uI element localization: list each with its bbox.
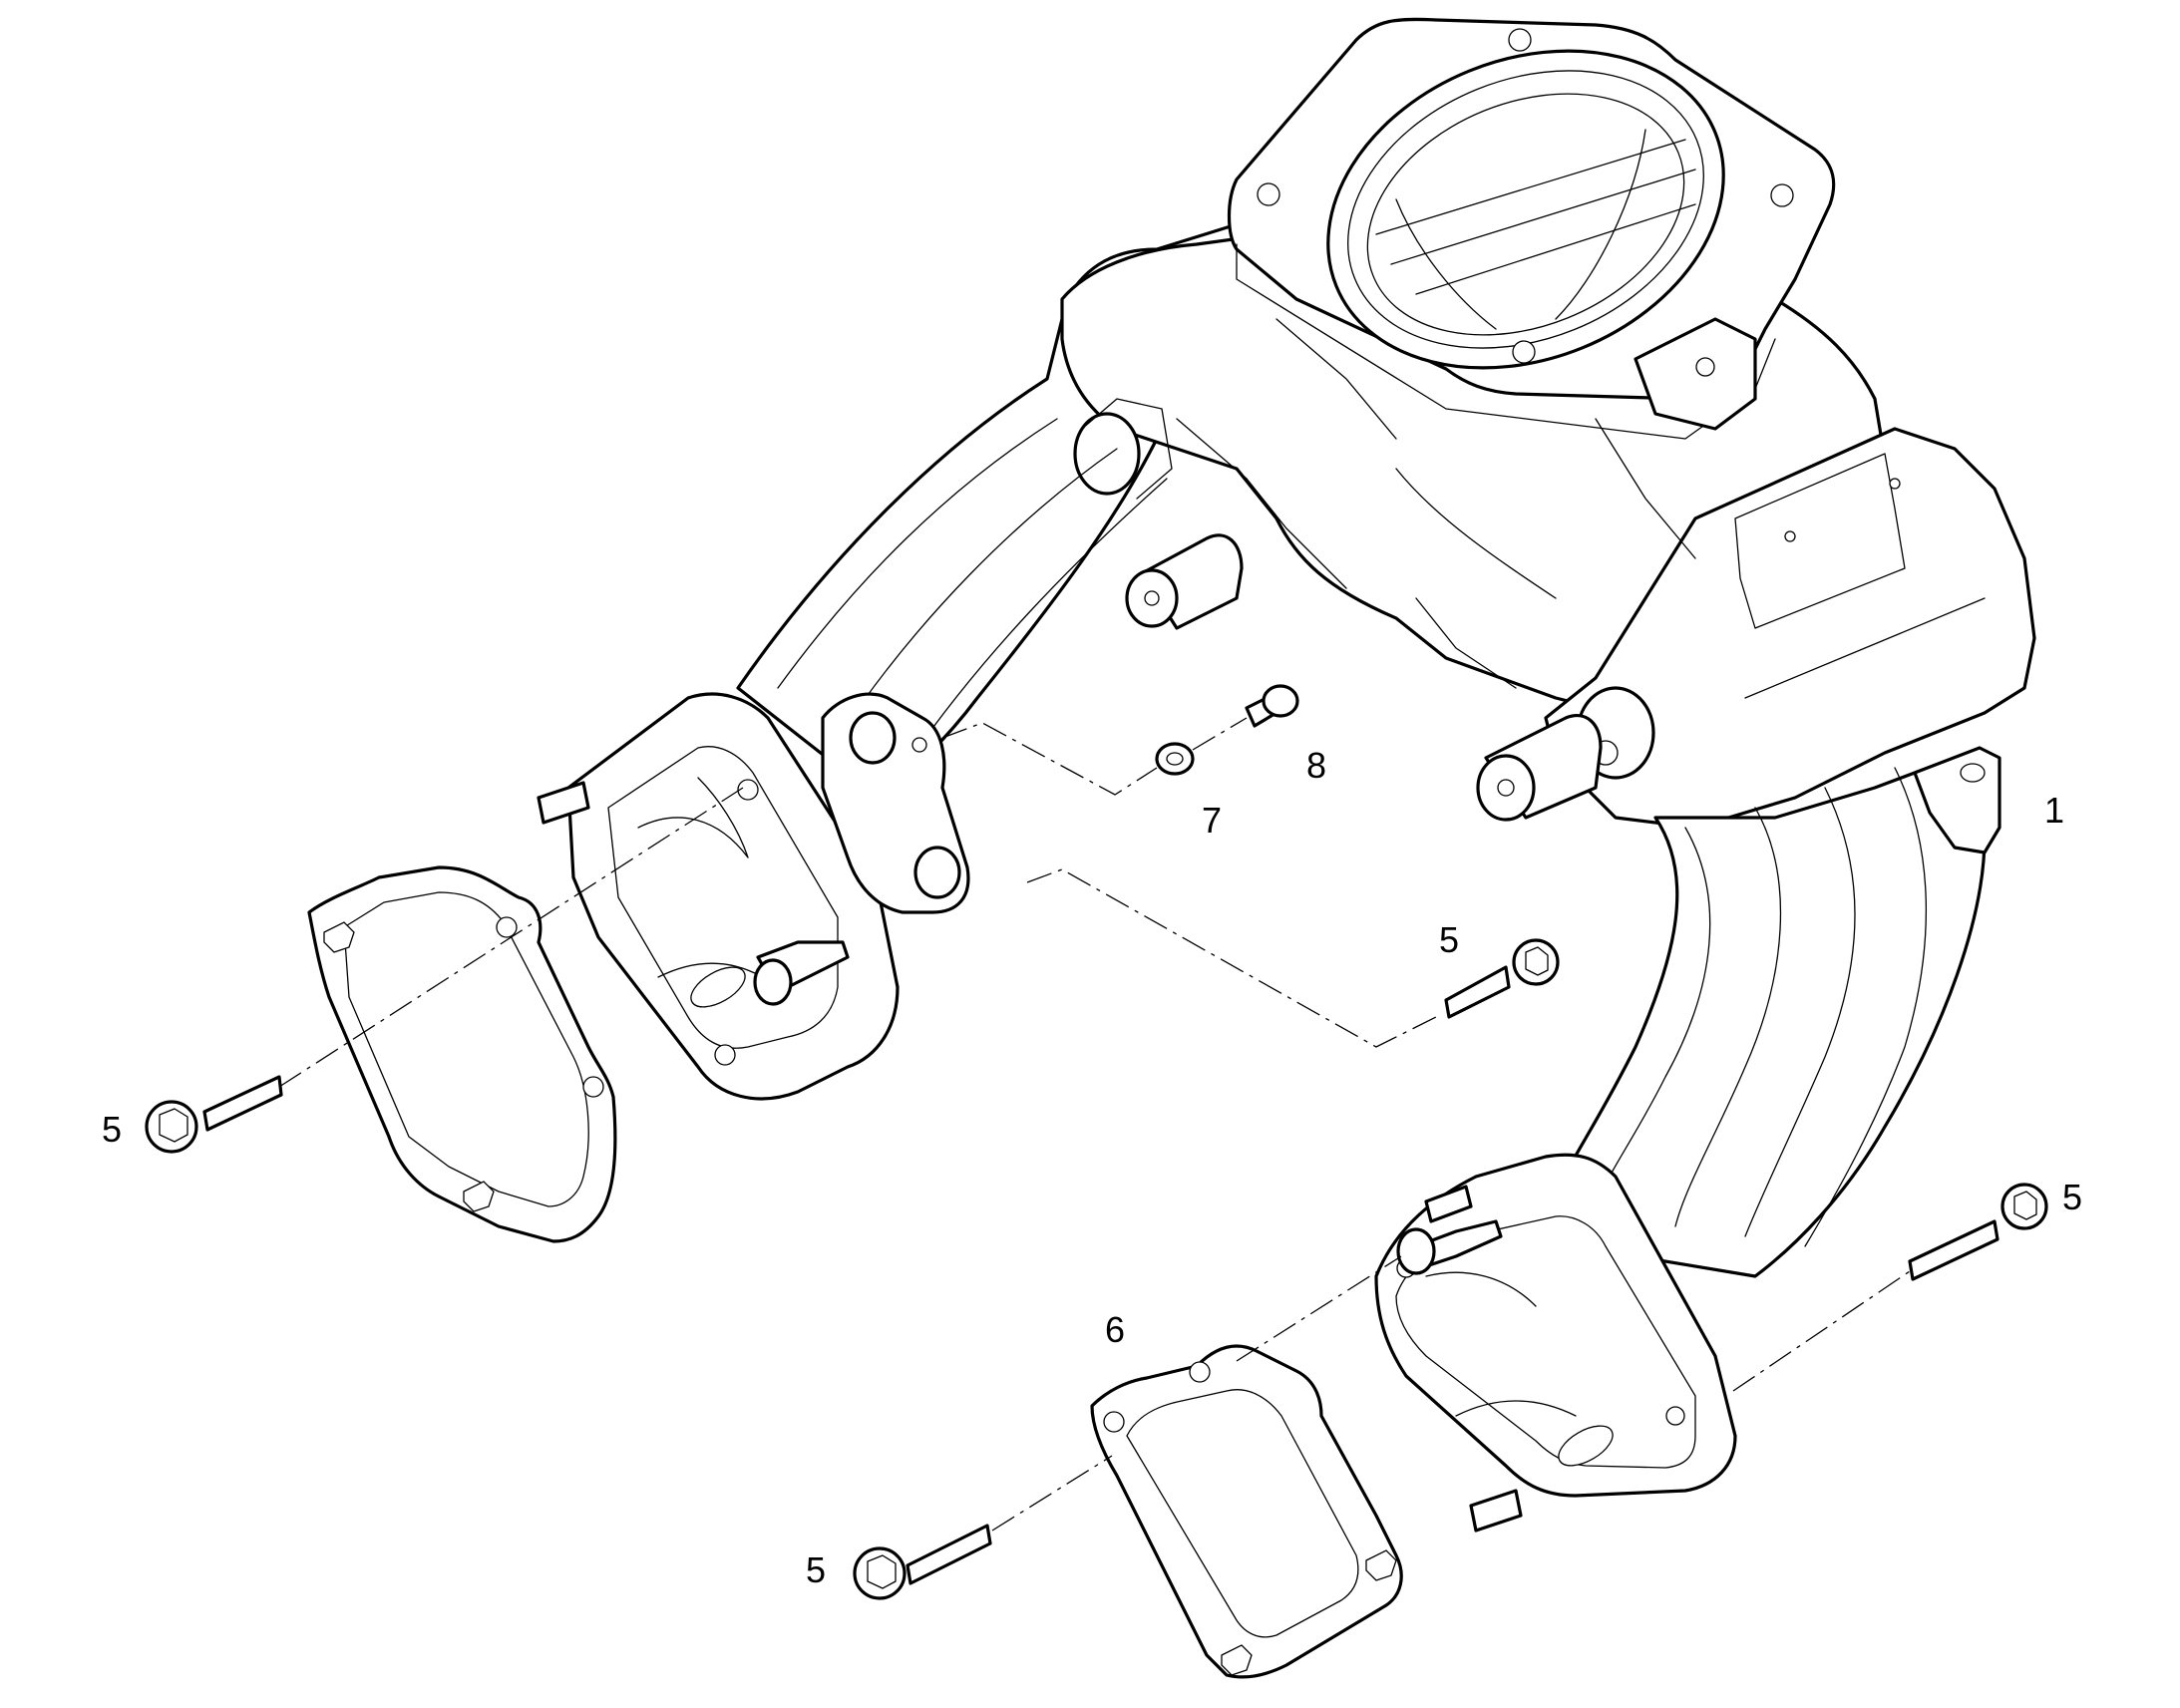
assembly-line-fitting-to-washer xyxy=(941,722,1158,796)
flange-bolt-left-head xyxy=(753,958,793,1006)
upper-mounting-lug xyxy=(1634,317,1757,431)
gasket-upper xyxy=(307,865,617,1243)
gasket-lower-hole-a xyxy=(1103,1411,1125,1433)
gasket-upper-slot-b xyxy=(463,1181,495,1212)
flange-hole-bottom xyxy=(1512,340,1536,364)
bore-walls xyxy=(1395,129,1646,330)
callout-part-5-middle: 5 xyxy=(1439,919,1459,960)
left-outlet-port xyxy=(690,966,746,1008)
callout-part-5-bottom: 5 xyxy=(806,1549,826,1590)
gasket-lower-hole-b xyxy=(1189,1361,1211,1383)
gasket-upper-hole-b xyxy=(582,1076,604,1098)
left-outlet-stud xyxy=(537,781,590,825)
stud-boss-right-face xyxy=(1476,754,1536,822)
gasket-upper-slot-a xyxy=(323,921,355,953)
sensor-pad-hole-b xyxy=(1889,478,1901,490)
flange-hole-left xyxy=(1257,182,1280,206)
right-outlet-inner-lines xyxy=(1425,1271,1577,1417)
sensor-pad xyxy=(1734,453,1906,629)
throttle-flange-thickness xyxy=(1236,243,1776,440)
throttle-bore-inner xyxy=(1347,70,1704,349)
throttle-bore-deep xyxy=(1366,93,1685,336)
right-bracket-hole xyxy=(1960,763,1986,783)
fitting-pad-port-upper xyxy=(849,711,897,765)
assembly-line-left-bolt xyxy=(278,787,744,1088)
callout-part-5-right: 5 xyxy=(2062,1177,2082,1217)
left-outlet-hole-b xyxy=(714,1044,736,1066)
bolt-part-5-left xyxy=(145,1075,283,1154)
left-outlet-opening xyxy=(607,746,839,1049)
assembly-line-lower-gasket xyxy=(1236,1255,1402,1362)
assembly-line-lower-bolt xyxy=(991,1455,1113,1532)
manifold-lower-runner xyxy=(1554,756,1987,1278)
bolt-part-5-bottom xyxy=(853,1524,992,1600)
plug-part-8 xyxy=(1245,684,1299,728)
gasket-upper-inner xyxy=(343,891,589,1207)
flange-bolt-right-head xyxy=(1396,1227,1436,1275)
body-detail-lines xyxy=(1176,318,1986,699)
right-outlet-port xyxy=(1558,1425,1614,1467)
gasket-lower-slot-b xyxy=(1221,1644,1253,1676)
washer-part-7 xyxy=(1155,742,1195,776)
bolt-part-5-middle xyxy=(1444,938,1560,1019)
upper-left-boss xyxy=(1073,412,1141,496)
gasket-upper-hole-a xyxy=(496,916,518,938)
intake-manifold-part-1 xyxy=(537,17,2036,1533)
stud-boss-left-face xyxy=(1125,568,1179,628)
upper-lug-hole xyxy=(1695,357,1715,377)
fitting-pad-hole xyxy=(911,737,927,753)
throttle-plate xyxy=(1375,139,1696,295)
right-outlet-top-tab xyxy=(1424,1185,1473,1223)
flange-hole-right xyxy=(1770,183,1794,207)
flange-hole-top xyxy=(1508,28,1532,52)
callout-part-8: 8 xyxy=(1306,745,1326,786)
left-outlet-flange xyxy=(566,692,900,1101)
gasket-lower-part-6 xyxy=(1090,1344,1403,1679)
callout-part-1: 1 xyxy=(2044,790,2064,831)
right-outlet-hole-b xyxy=(1665,1406,1685,1426)
callout-part-6: 6 xyxy=(1105,1309,1125,1350)
upper-left-boss-body xyxy=(1081,398,1173,500)
gasket-lower-slot-a xyxy=(1365,1549,1397,1581)
callout-part-5-left: 5 xyxy=(102,1109,122,1150)
throttle-bore-outer xyxy=(1326,49,1725,370)
bolt-part-5-right xyxy=(1908,1183,2048,1281)
right-outlet-stud xyxy=(1469,1489,1523,1533)
gasket-lower-inner xyxy=(1126,1389,1359,1638)
assembly-line-middle-bolt xyxy=(1026,868,1437,1048)
callout-part-7: 7 xyxy=(1202,800,1222,841)
sensor-pad-hole-a xyxy=(1784,530,1796,542)
fitting-pad-port-lower xyxy=(913,846,961,899)
assembly-line-washer-to-plug xyxy=(1192,717,1248,751)
stud-boss-right-hole xyxy=(1497,779,1515,797)
stud-boss-left-hole xyxy=(1144,590,1160,606)
runner-contours xyxy=(1595,767,1927,1247)
left-outlet-hole-a xyxy=(737,779,759,801)
assembly-line-right-bolt xyxy=(1732,1270,1911,1392)
